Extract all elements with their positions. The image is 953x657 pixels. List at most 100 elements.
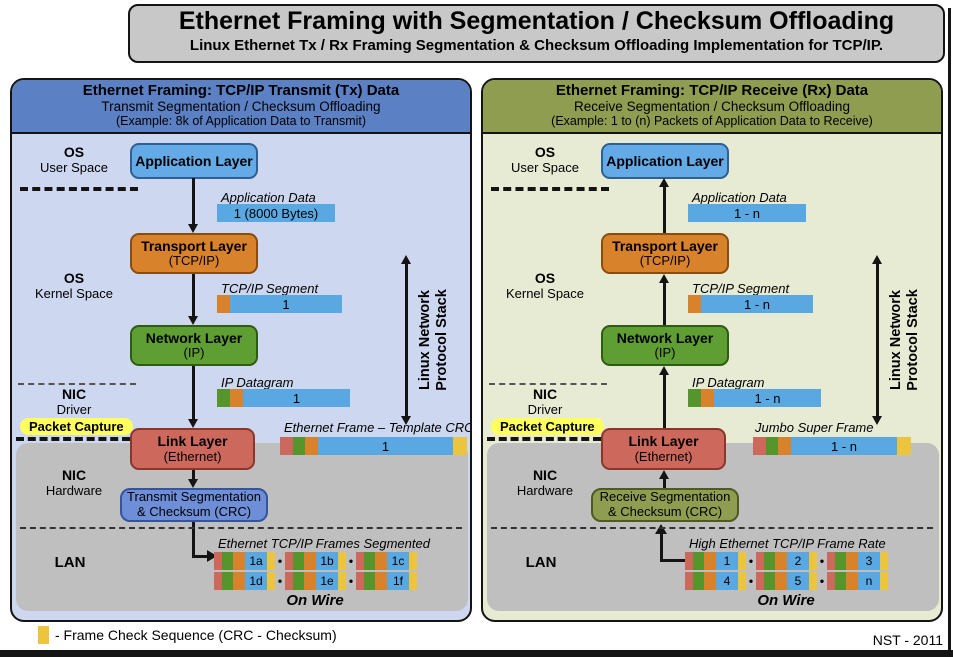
right-edge-bar: [948, 8, 951, 652]
tx-panel-header: Ethernet Framing: TCP/IP Transmit (Tx) D…: [12, 80, 470, 134]
fcs-color-swatch: [38, 626, 49, 644]
rx-app-data-label: Application Data: [692, 190, 787, 205]
tx-os-kernel-space-label: OS Kernel Space: [22, 270, 126, 301]
crc: [267, 572, 275, 590]
tx-panel-body: OS User Space Application Layer Applicat…: [12, 134, 470, 618]
eth-header: [685, 552, 693, 570]
crc: [738, 552, 746, 570]
rx-lan-divider: [491, 527, 933, 529]
tx-mini-frame: 1b: [285, 552, 346, 570]
tx-frame-value: 1: [318, 437, 453, 455]
ip-header: [693, 552, 704, 570]
rx-frame-label: Jumbo Super Frame: [755, 420, 874, 435]
rx-mini-frame: n: [827, 572, 888, 590]
tx-frame-crc: [453, 437, 467, 455]
tx-nic-driver-label: NIC Driver: [22, 386, 126, 417]
crc: [880, 552, 888, 570]
tx-stack-l1: Linux Network: [417, 290, 433, 390]
tx-lan-divider: [20, 527, 462, 529]
tx-double-arrow-icon: [400, 255, 412, 425]
rx-mini-frame: 2: [756, 552, 817, 570]
rx-panel-example: (Example: 1 to (n) Packets of Applicatio…: [551, 114, 873, 128]
tx-frame-row-1: 1a • 1b • 1c: [214, 552, 417, 570]
frame-id: 1c: [387, 552, 409, 570]
rx-offload-l1: Receive Segmentation: [599, 489, 731, 505]
tx-panel-title: Ethernet Framing: TCP/IP Transmit (Tx) D…: [82, 82, 400, 99]
rx-frame-eth-header: [753, 437, 766, 455]
rx-os-kernel-space-label: OS Kernel Space: [493, 270, 597, 301]
rx-link-layer-label: Link Layer: [628, 433, 699, 450]
tcp-header: [375, 552, 387, 570]
frame-id: 1: [716, 552, 738, 570]
tx-application-layer-box: Application Layer: [130, 143, 258, 179]
rx-segment-value: 1 - n: [701, 295, 813, 313]
eth-header: [214, 572, 222, 590]
rx-stack-l2: Protocol Stack: [905, 289, 922, 391]
tx-driver-hardware-divider: [16, 437, 130, 441]
tx-frame-label: Ethernet Frame – Template CRC: [284, 420, 472, 435]
rx-lan-caption: High Ethernet TCP/IP Frame Rate: [689, 536, 886, 551]
rx-nic-hardware-l2: Hardware: [516, 483, 574, 498]
rx-transport-layer-label: Transport Layer: [612, 237, 718, 254]
crc: [338, 572, 346, 590]
rx-mini-frame: 3: [827, 552, 888, 570]
tx-os-kernel-l2: Kernel Space: [34, 286, 114, 301]
tx-panel-example: (Example: 8k of Application Data to Tran…: [115, 114, 367, 128]
tx-os-user-space-label: OS User Space: [22, 144, 126, 175]
ip-header: [293, 552, 304, 570]
tx-frame-row-2: 1d • 1e • 1f: [214, 572, 417, 590]
eth-header: [756, 552, 764, 570]
rx-nic-driver-label: NIC Driver: [493, 386, 597, 417]
tcp-header: [775, 552, 787, 570]
frame-separator: •: [277, 554, 283, 568]
crc: [409, 572, 417, 590]
tcp-header: [846, 552, 858, 570]
rx-elbow-arrow-icon: [660, 532, 663, 562]
rx-offload-box: Receive Segmentation & Checksum (CRC): [591, 488, 739, 522]
tx-arrow-down-icon-4: [187, 470, 199, 488]
legend-text: - Frame Check Sequence (CRC - Checksum): [55, 627, 337, 643]
frame-id: 3: [858, 552, 880, 570]
rx-arrow-up-icon-1: [658, 178, 670, 233]
tcp-header: [704, 572, 716, 590]
crc: [809, 552, 817, 570]
frame-id: 1f: [387, 572, 409, 590]
tx-os-user-l1: OS: [63, 144, 85, 160]
rx-frame-bar: 1 - n: [753, 437, 911, 455]
tx-packet-capture-badge: Packet Capture: [20, 418, 133, 435]
frame-separator: •: [277, 574, 283, 588]
rx-protocol-stack-label: Linux Network Protocol Stack: [888, 265, 928, 415]
tx-offload-box: Transmit Segmentation & Checksum (CRC): [120, 488, 268, 522]
tx-panel-subtitle: Transmit Segmentation / Checksum Offload…: [101, 99, 381, 114]
rx-kernel-driver-divider: [489, 383, 607, 385]
crc: [880, 572, 888, 590]
rx-packet-capture-badge: Packet Capture: [491, 418, 604, 435]
crc: [267, 552, 275, 570]
eth-header: [827, 552, 835, 570]
rx-datagram-ip-header: [688, 389, 701, 407]
frame-separator: •: [819, 574, 825, 588]
tx-offload-l2: & Checksum (CRC): [136, 504, 252, 519]
rx-os-kernel-l2: Kernel Space: [505, 286, 585, 301]
tx-datagram-bar: 1: [217, 389, 350, 407]
tx-transport-layer-box: Transport Layer (TCP/IP): [130, 233, 258, 274]
eth-header: [685, 572, 693, 590]
rx-arrow-up-icon-3: [658, 366, 670, 428]
ip-header: [293, 572, 304, 590]
tx-segment-value: 1: [230, 295, 342, 313]
rx-arrow-up-icon-2: [658, 274, 670, 325]
rx-panel: Ethernet Framing: TCP/IP Receive (Rx) Da…: [481, 78, 943, 622]
frame-separator: •: [348, 554, 354, 568]
rx-frame-row-1: 1 • 2 • 3: [685, 552, 888, 570]
rx-segment-label: TCP/IP Segment: [692, 281, 790, 296]
eth-header: [756, 572, 764, 590]
rx-lan-label: LAN: [525, 554, 557, 571]
rx-mini-frame: 1: [685, 552, 746, 570]
rx-transport-layer-box: Transport Layer (TCP/IP): [601, 233, 729, 274]
rx-frame-tcp-header: [778, 437, 791, 455]
rx-os-user-l1: OS: [534, 144, 556, 160]
ip-header: [835, 552, 846, 570]
rx-on-wire-label: On Wire: [757, 592, 815, 609]
rx-nic-driver-l1: NIC: [532, 386, 558, 402]
tx-segment-tcp-header: [217, 295, 230, 313]
